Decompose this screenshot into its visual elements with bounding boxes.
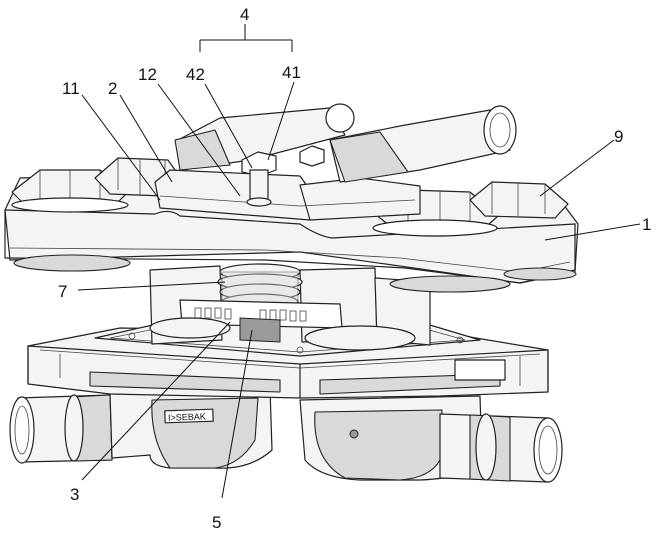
label-2: 2 <box>108 79 117 98</box>
lower-housing: I>SEBAK <box>9 319 563 483</box>
label-42: 42 <box>186 65 205 84</box>
label-11: 11 <box>62 79 80 98</box>
label-1: 1 <box>642 215 651 234</box>
bolt <box>241 145 325 207</box>
left-pipe <box>9 394 113 464</box>
label-4: 4 <box>240 5 249 24</box>
left-elbow-housing: I>SEBAK <box>109 387 273 469</box>
label-12: 12 <box>138 65 157 84</box>
label-9: 9 <box>614 127 623 146</box>
upper-housing <box>154 103 517 221</box>
housing-marking: I>SEBAK <box>168 411 206 422</box>
bellows <box>217 263 303 311</box>
label-3: 3 <box>70 485 79 504</box>
label-41: 41 <box>282 63 301 82</box>
fitting-right-back <box>469 181 569 219</box>
label-5: 5 <box>212 513 221 532</box>
top-fittings <box>11 157 569 237</box>
reference-labels: 4 11 2 12 42 41 9 1 7 3 5 <box>58 5 651 532</box>
right-pipe <box>439 413 563 483</box>
right-elbow-housing <box>299 395 483 481</box>
label-7: 7 <box>58 282 67 301</box>
leader-lines <box>77 24 641 499</box>
